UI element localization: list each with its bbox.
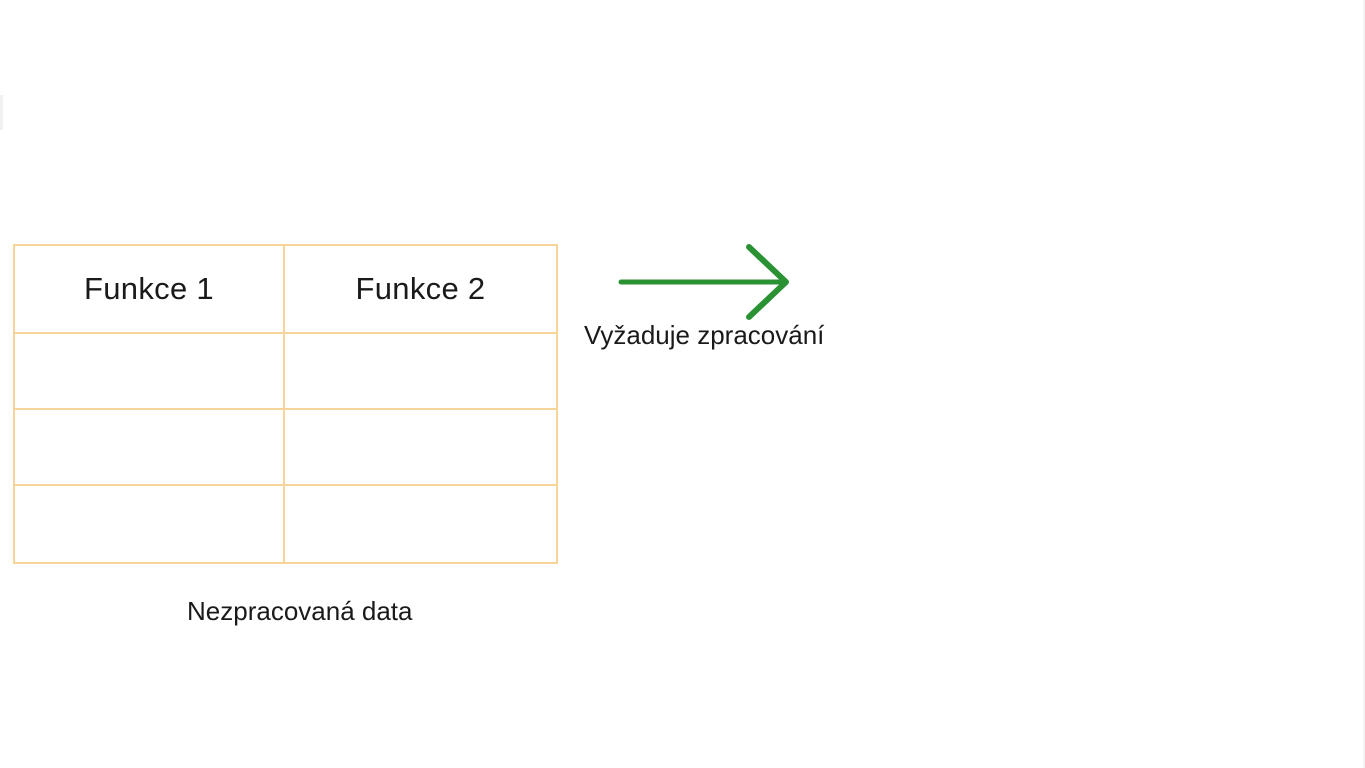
left-edge-shadow xyxy=(0,95,3,130)
raw-data-table: Funkce 1 Funkce 2 xyxy=(13,244,558,564)
right-edge-shadow xyxy=(1363,0,1365,768)
process-label: Vyžaduje zpracování xyxy=(584,320,825,350)
table-caption: Nezpracovaná data xyxy=(187,596,413,626)
table-cell xyxy=(285,334,556,410)
arrow-head xyxy=(746,244,789,320)
table-cell xyxy=(15,410,285,486)
right-arrow-icon xyxy=(618,244,789,320)
table-header-cell: Funkce 2 xyxy=(285,246,556,334)
table-cell xyxy=(285,410,556,486)
table-cell xyxy=(15,334,285,410)
table-cell xyxy=(285,486,556,562)
table-cell xyxy=(15,486,285,562)
table-header-cell: Funkce 1 xyxy=(15,246,285,334)
